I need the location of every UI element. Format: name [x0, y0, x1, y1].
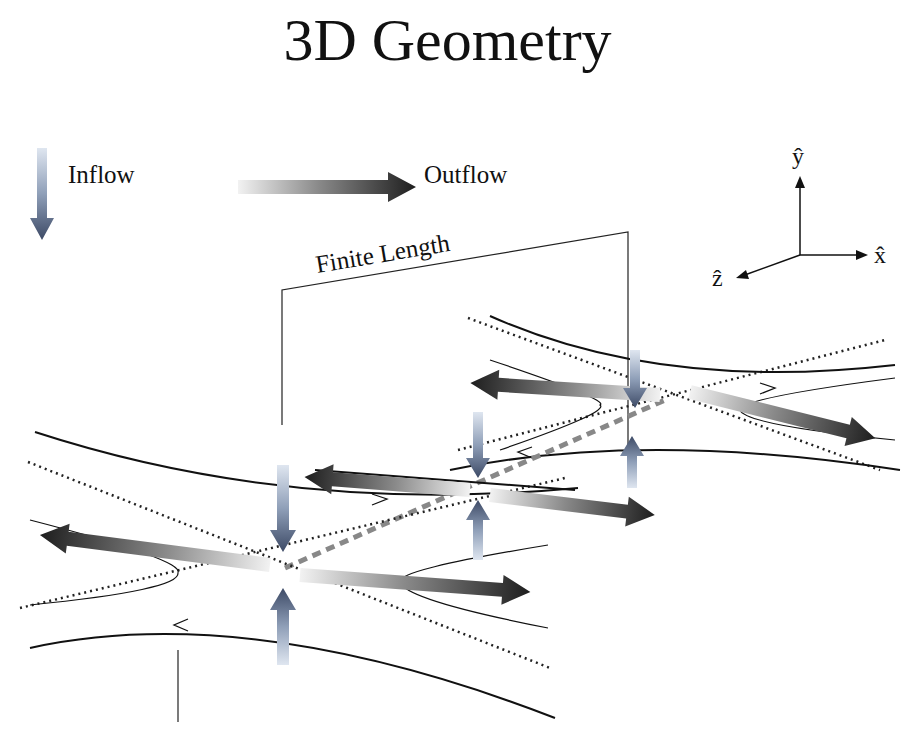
axis-label: x̂	[874, 243, 886, 267]
x-line	[285, 400, 665, 568]
front-plane	[20, 432, 578, 718]
legend-label: Outflow	[424, 162, 507, 187]
axis-label: ŷ	[792, 144, 804, 168]
inflow-legend-arrow	[30, 148, 54, 240]
bracket-line	[177, 650, 178, 722]
title: 3D Geometry	[0, 10, 899, 70]
axes	[736, 176, 868, 279]
legend-label: Inflow	[68, 162, 135, 187]
axis-label: ẑ	[712, 266, 723, 290]
dimension-label: Finite Length	[314, 230, 452, 277]
outflow-legend-arrow	[238, 172, 416, 202]
back-plane	[450, 316, 900, 470]
flow-arrows	[38, 350, 879, 665]
